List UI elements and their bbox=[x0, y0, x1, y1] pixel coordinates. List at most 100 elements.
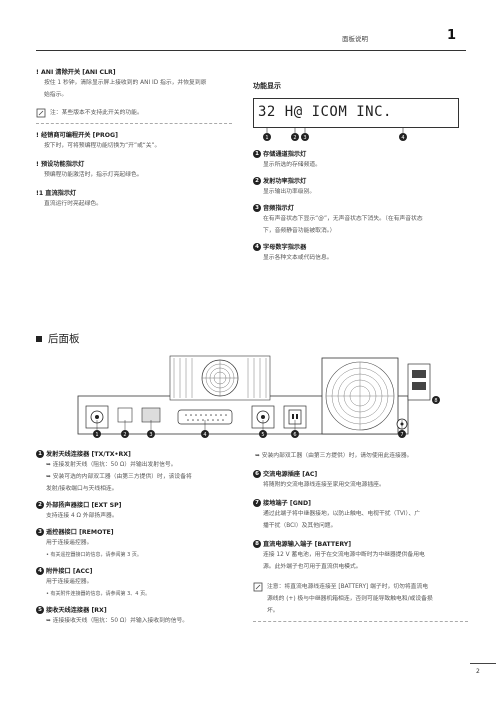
caution-line-2: 源线的 (+) 极与中继器机箱相连，否则可能导致触电和/或设备损 bbox=[267, 596, 433, 602]
rear-item-7-line-1: 通过此端子将中继器接地，以防止触电、电视干扰（TVI）、广 bbox=[263, 511, 421, 517]
rear-item-6-number: 6 bbox=[253, 470, 261, 478]
section-bullet-icon bbox=[36, 336, 42, 342]
panel-callout-8: 8 bbox=[434, 398, 437, 404]
note-pencil-icon bbox=[36, 108, 46, 118]
dc-indicator-title: !1 直流指示灯 bbox=[36, 190, 77, 197]
rear-item-8-title: 直流电源输入端子 [BATTERY] bbox=[263, 541, 352, 548]
dc-indicator-body: 直流运行时亮起绿色。 bbox=[44, 201, 102, 207]
lcd-display: 32 H@ ICOM INC. bbox=[253, 98, 459, 128]
item-3-title: 音频指示灯 bbox=[263, 205, 294, 212]
left-column: ! ANI 清除开关 [ANI CLR] 按住 1 秒钟，清除显示屏上接收到的 … bbox=[36, 68, 232, 210]
header-title: 面板说明 bbox=[342, 35, 368, 43]
panel-callout-1: 1 bbox=[95, 432, 98, 438]
lcd-callout-2: 2 bbox=[293, 135, 296, 141]
ani-clr-line-2: 始指示。 bbox=[44, 92, 68, 98]
item-2-number: 2 bbox=[253, 177, 261, 185]
lcd-callout-4-icon bbox=[399, 133, 407, 141]
prog-title: ! 经销商可编程开关 [PROG] bbox=[36, 132, 118, 139]
panel-callouts: 1 2 3 4 5 6 7 bbox=[93, 420, 406, 438]
rear-item-4-number: 4 bbox=[36, 567, 44, 575]
rear-item-7-number: 7 bbox=[253, 499, 261, 507]
panel-callout-3: 3 bbox=[149, 432, 152, 438]
caution-line-3: 坏。 bbox=[267, 608, 279, 614]
rear-item-3-title: 遥控器接口 [REMOTE] bbox=[46, 529, 114, 536]
rear-item-6-title: 交流电源插座 [AC] bbox=[263, 471, 318, 478]
item-1-body: 显示所选的存储频道。 bbox=[263, 162, 321, 168]
rear-item-6-line-1: 将随附的交流电源线连接至家用交流电源插座。 bbox=[263, 482, 385, 488]
rear-item-4-line-1: 用于连接遥控器。 bbox=[46, 579, 93, 585]
item-1-number: 1 bbox=[253, 150, 261, 158]
rear-item-3-line-2: • 有关遥控器接口的信息，请参阅第 3 页。 bbox=[46, 552, 142, 558]
rear-item-5-number: 5 bbox=[36, 606, 44, 614]
panel-callout-6: 6 bbox=[293, 432, 296, 438]
lcd-callout-4: 4 bbox=[401, 135, 404, 141]
rear-item-8-line-1: 连接 12 V 蓄电池，用于在交流电源中断时为中继器提供备用电 bbox=[263, 552, 425, 558]
item-4-body: 显示各种文本或代码信息。 bbox=[263, 255, 333, 261]
lcd-callouts: 1 2 3 4 bbox=[263, 128, 407, 141]
small-fan-icon bbox=[201, 359, 239, 397]
lcd-callout-3: 3 bbox=[303, 135, 306, 141]
rear-item-5-title: 接收天线连接器 [RX] bbox=[46, 607, 107, 614]
rear-item-1-title: 发射天线连接器 [TX/TX•RX] bbox=[46, 451, 131, 458]
footer-page-number: 2 bbox=[476, 668, 480, 675]
rear-item-2-number: 2 bbox=[36, 501, 44, 509]
footer-rule bbox=[470, 663, 496, 664]
rear-item-1-line-1: ➥ 连接发射天线（阻抗：50 Ω）并输出发射信号。 bbox=[46, 462, 177, 468]
rx-duplexer-note: ➥ 安装内部双工器（由第三方提供）时，请勿使用此连接器。 bbox=[255, 453, 413, 459]
function-display-title: 功能显示 bbox=[253, 82, 281, 90]
lcd-callout-1-icon bbox=[263, 133, 271, 141]
prog-body: 按下时，可将预编程功能切换为“开”或“关”。 bbox=[44, 143, 161, 149]
rear-panel-title: 后面板 bbox=[48, 333, 80, 345]
rear-item-4-title: 附件接口 [ACC] bbox=[46, 568, 93, 575]
battery-caution: 注意：将直流电源线连接至 [BATTERY] 端子时，切勿将直流电 源线的 (+… bbox=[253, 581, 468, 622]
rear-item-1-line-2: ➥ 安装可选的内部双工器（由第三方提供）时，该设备将 bbox=[46, 474, 192, 480]
rear-item-5-line-1: ➥ 连接接收天线（阻抗：50 Ω）并输入接收到的信号。 bbox=[46, 618, 189, 624]
panel-callout-4: 4 bbox=[203, 432, 206, 438]
item-4-title: 字母数字指示器 bbox=[263, 244, 307, 251]
lcd-callout-3-icon bbox=[301, 133, 309, 141]
ani-clr-line-1: 按住 1 秒钟，清除显示屏上接收到的 ANI ID 指示，并恢复到原 bbox=[44, 80, 207, 86]
item-4-number: 4 bbox=[253, 243, 261, 251]
item-3-body-2: 下，音频静音功能被取消。） bbox=[263, 228, 336, 234]
rear-item-1-number: 1 bbox=[36, 450, 44, 458]
caution-text: 注意：将直流电源线连接至 [BATTERY] 端子时，切勿将直流电 源线的 (+… bbox=[267, 581, 433, 617]
rear-item-1-line-3: 发射/接收端口与天线相连。 bbox=[46, 486, 118, 492]
ani-clr-title: ! ANI 清除开关 [ANI CLR] bbox=[36, 69, 116, 76]
preset-indicator-body: 预编程功能激活时，指示灯亮起绿色。 bbox=[44, 172, 143, 178]
panel-callout-7: 7 bbox=[400, 432, 403, 438]
rear-panel-diagram bbox=[77, 355, 431, 435]
caution-line-1: 注意：将直流电源线连接至 [BATTERY] 端子时，切勿将直流电 bbox=[267, 584, 429, 590]
lcd-callout-2-icon bbox=[291, 133, 299, 141]
panel-callout-8-marker: 8 bbox=[432, 396, 440, 404]
item-2-body: 显示输出功率级别。 bbox=[263, 189, 316, 195]
ani-clr-body: 按住 1 秒钟，清除显示屏上接收到的 ANI ID 指示，并恢复到原 始指示。 bbox=[36, 77, 232, 101]
item-3-body-1: 在有声音状态下显示“@”，无声音状态下消失。（在有声音状态 bbox=[263, 216, 423, 222]
note-block: 注：某些版本不支持此开关的功能。 bbox=[36, 107, 232, 124]
rear-item-7-line-2: 播干扰（BCI）及其他问题。 bbox=[263, 523, 337, 529]
rear-item-2-line-1: 支持连接 4 Ω 外部扬声器。 bbox=[46, 513, 118, 519]
rear-item-2-title: 外部扬声器接口 [EXT SP] bbox=[46, 502, 122, 509]
rear-item-3-line-1: 用于连接遥控器。 bbox=[46, 540, 93, 546]
header-rule bbox=[36, 50, 466, 51]
header-page-number: 1 bbox=[447, 28, 457, 43]
panel-callout-2: 2 bbox=[123, 432, 126, 438]
lcd-callout-1: 1 bbox=[265, 135, 268, 141]
rear-item-7-title: 接地端子 [GND] bbox=[263, 500, 311, 507]
item-2-title: 发射功率指示灯 bbox=[263, 178, 307, 185]
caution-pencil-icon bbox=[253, 582, 263, 592]
rear-item-8-number: 8 bbox=[253, 540, 261, 548]
